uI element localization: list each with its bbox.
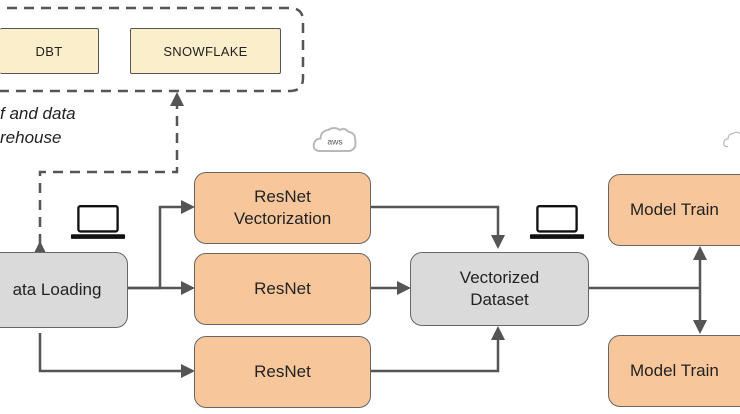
model-training-bottom-label: Model Train xyxy=(630,361,719,380)
vectorized-dataset-node: Vectorized Dataset xyxy=(410,252,589,326)
edge-load-to-resnet-bot xyxy=(38,333,195,378)
dbt-label: DBT xyxy=(35,43,63,59)
edge-load-to-resnet-vec xyxy=(128,200,195,290)
side-text-line1: f and data xyxy=(0,104,76,123)
resnet-vectorization-label: ResNet Vectorization xyxy=(233,187,332,228)
edge-resnet-bot-to-dataset xyxy=(371,326,505,373)
cloud-icon-partial xyxy=(723,131,740,148)
resnet-bottom-label: ResNet xyxy=(254,362,311,381)
data-loading-label: ata Loading xyxy=(12,280,102,299)
model-training-bottom-node: Model Train xyxy=(608,335,740,407)
aws-cloud-text: aws xyxy=(327,136,342,146)
aws-cloud-icon: aws xyxy=(312,127,357,152)
model-training-top-label: Model Train xyxy=(630,200,719,219)
snowflake-label: SNOWFLAKE xyxy=(163,43,248,59)
resnet-bottom-node: ResNet xyxy=(194,336,371,408)
dashed-link xyxy=(33,92,184,255)
data-loading-node: ata Loading xyxy=(0,252,128,328)
side-text-line2: rehouse xyxy=(0,128,62,147)
laptop-icon xyxy=(70,205,126,239)
resnet-vectorization-node: ResNet Vectorization xyxy=(194,172,371,244)
model-training-top-node: Model Train xyxy=(608,174,740,246)
edge-resnet-vec-to-dataset xyxy=(371,205,505,249)
vectorized-dataset-label: Vectorized Dataset xyxy=(459,268,540,309)
laptop-icon xyxy=(529,205,585,239)
snowflake-box: SNOWFLAKE xyxy=(130,28,281,74)
resnet-middle-label: ResNet xyxy=(254,279,311,298)
resnet-middle-node: ResNet xyxy=(194,253,371,325)
tool-group-border xyxy=(0,6,305,93)
dbt-box: DBT xyxy=(0,28,99,74)
